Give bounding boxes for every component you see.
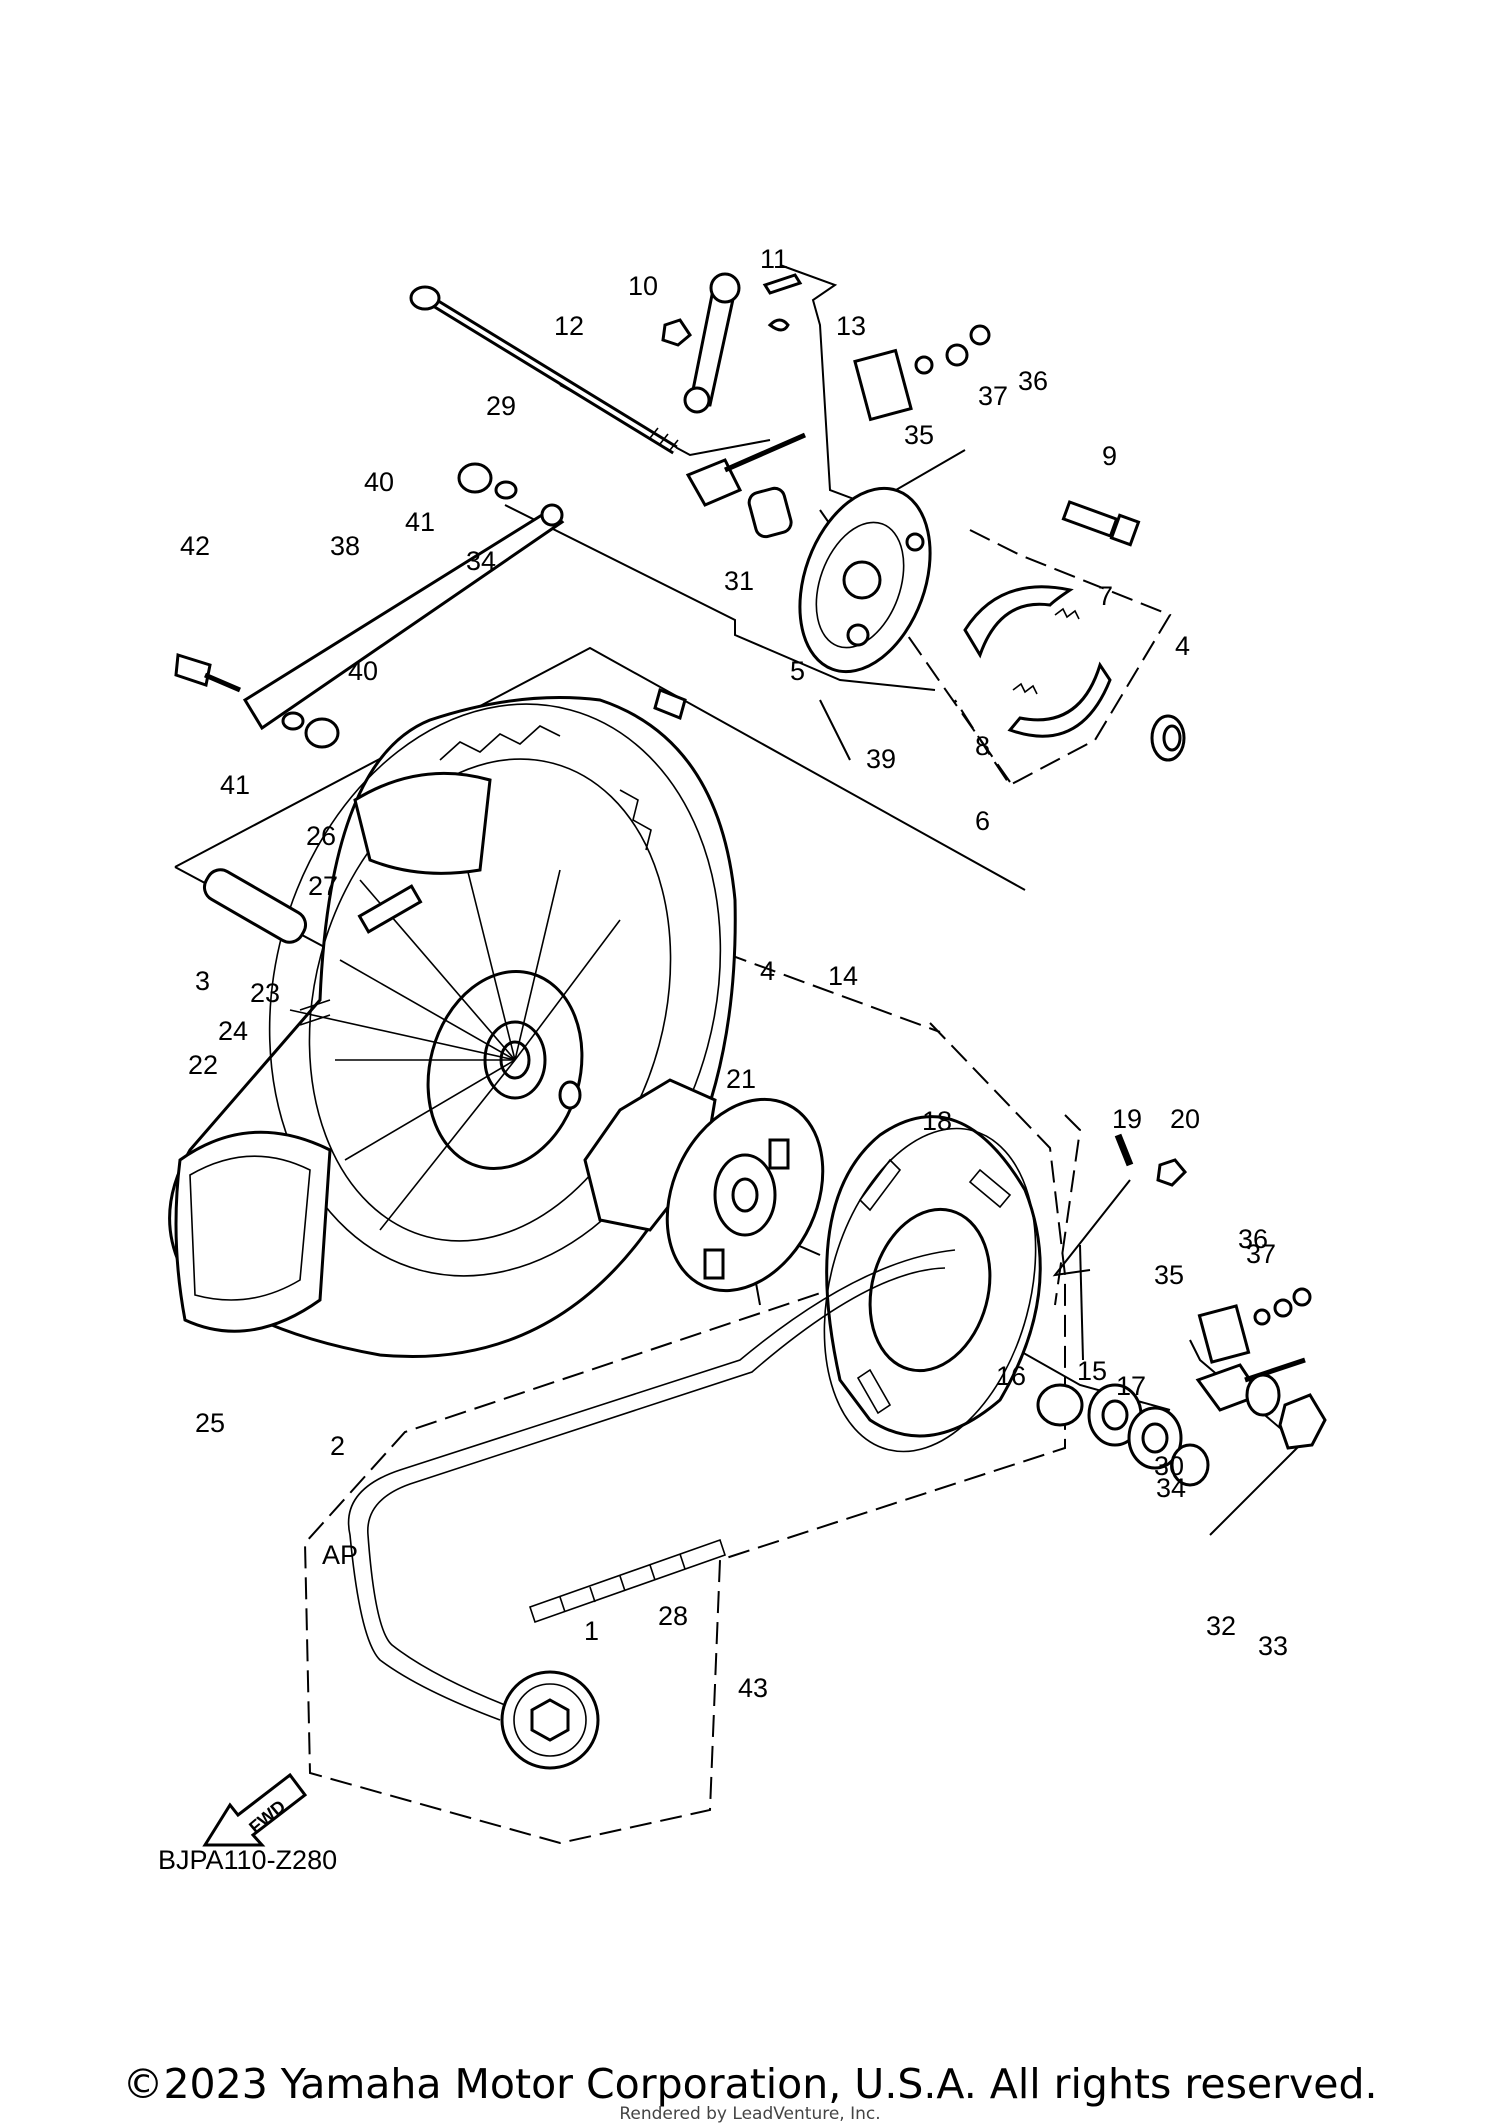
callout-3: 3	[195, 966, 210, 996]
callout-18: 18	[922, 1106, 952, 1136]
callout-2: 2	[330, 1431, 345, 1461]
callout-4: 4	[1175, 631, 1190, 661]
callout-35: 35	[904, 420, 934, 450]
callout-33: 33	[1258, 1631, 1288, 1661]
callout-32: 32	[1206, 1611, 1236, 1641]
callout-12: 12	[554, 311, 584, 341]
callout-24: 24	[218, 1016, 248, 1046]
callout-14: 14	[828, 961, 858, 991]
callout-8: 8	[975, 731, 990, 761]
driven-sprocket	[823, 1115, 1042, 1453]
callout-41: 41	[220, 770, 250, 800]
callout-5: 5	[790, 656, 805, 686]
wheel-bearing-upper	[1150, 714, 1186, 762]
callout-17: 17	[1116, 1371, 1146, 1401]
callout-43: 43	[738, 1673, 768, 1703]
callout-15: 15	[1077, 1356, 1107, 1386]
callout-38: 38	[330, 531, 360, 561]
brake-shoes	[963, 585, 1112, 738]
callout-6: 6	[975, 806, 990, 836]
drive-chain	[347, 1249, 956, 1721]
callout-23: 23	[250, 978, 280, 1008]
callout-25: 25	[195, 1408, 225, 1438]
copyright-notice: ©2023 Yamaha Motor Corporation, U.S.A. A…	[122, 2060, 1378, 2108]
rendered-by-notice: Rendered by LeadVenture, Inc.	[619, 2104, 881, 2124]
callout-22: 22	[188, 1050, 218, 1080]
callout-35: 35	[1154, 1260, 1184, 1290]
rear-axle	[409, 285, 679, 455]
callout-29: 29	[486, 391, 516, 421]
callout-41: 41	[405, 507, 435, 537]
callout-40: 40	[348, 656, 378, 686]
callout-4: 4	[760, 956, 775, 986]
callout-37: 37	[978, 381, 1008, 411]
callout-36: 36	[1238, 1224, 1268, 1254]
callout-37: 37	[1246, 1239, 1276, 1269]
sprocket-bearings	[1036, 1383, 1210, 1487]
callout-9: 9	[1102, 441, 1117, 471]
diagram-code: BJPA110-Z280	[158, 1845, 338, 1875]
collars-and-washers	[281, 462, 793, 749]
callout-11: 11	[760, 244, 788, 274]
callout-39: 39	[866, 744, 896, 774]
brake-shoe-plate	[798, 486, 932, 674]
callout-42: 42	[180, 531, 210, 561]
tube-and-rim-parts	[174, 771, 492, 1333]
callout-31: 31	[724, 566, 754, 596]
callout-40: 40	[364, 467, 394, 497]
callout-10: 10	[628, 271, 658, 301]
brake-camshaft-lever	[661, 272, 803, 414]
fwd-arrow-icon: FWD	[202, 1772, 308, 1847]
chain-puller-lower	[1195, 1287, 1327, 1450]
callout-34: 34	[466, 546, 496, 576]
callout-27: 27	[308, 871, 338, 901]
callout-21: 21	[726, 1064, 756, 1094]
callout-34: 34	[1156, 1473, 1186, 1503]
drive-sprocket	[500, 1670, 600, 1770]
chain-puller-upper	[685, 324, 991, 507]
brake-cable-adjuster	[1061, 500, 1141, 547]
callout-36: 36	[1018, 366, 1048, 396]
stud-and-nut	[1114, 1133, 1188, 1187]
callout-30: 30	[1154, 1451, 1184, 1481]
ap-label: AP	[322, 1540, 359, 1570]
callout-1: 1	[584, 1616, 599, 1646]
callout-13: 13	[836, 311, 866, 341]
callout-20: 20	[1170, 1104, 1200, 1134]
callout-16: 16	[996, 1361, 1026, 1391]
callout-28: 28	[658, 1601, 688, 1631]
callout-7: 7	[1098, 581, 1113, 611]
callout-19: 19	[1112, 1104, 1142, 1134]
tension-bar	[174, 503, 687, 731]
damper-and-clutch-hub	[583, 1078, 825, 1293]
callout-26: 26	[306, 821, 336, 851]
